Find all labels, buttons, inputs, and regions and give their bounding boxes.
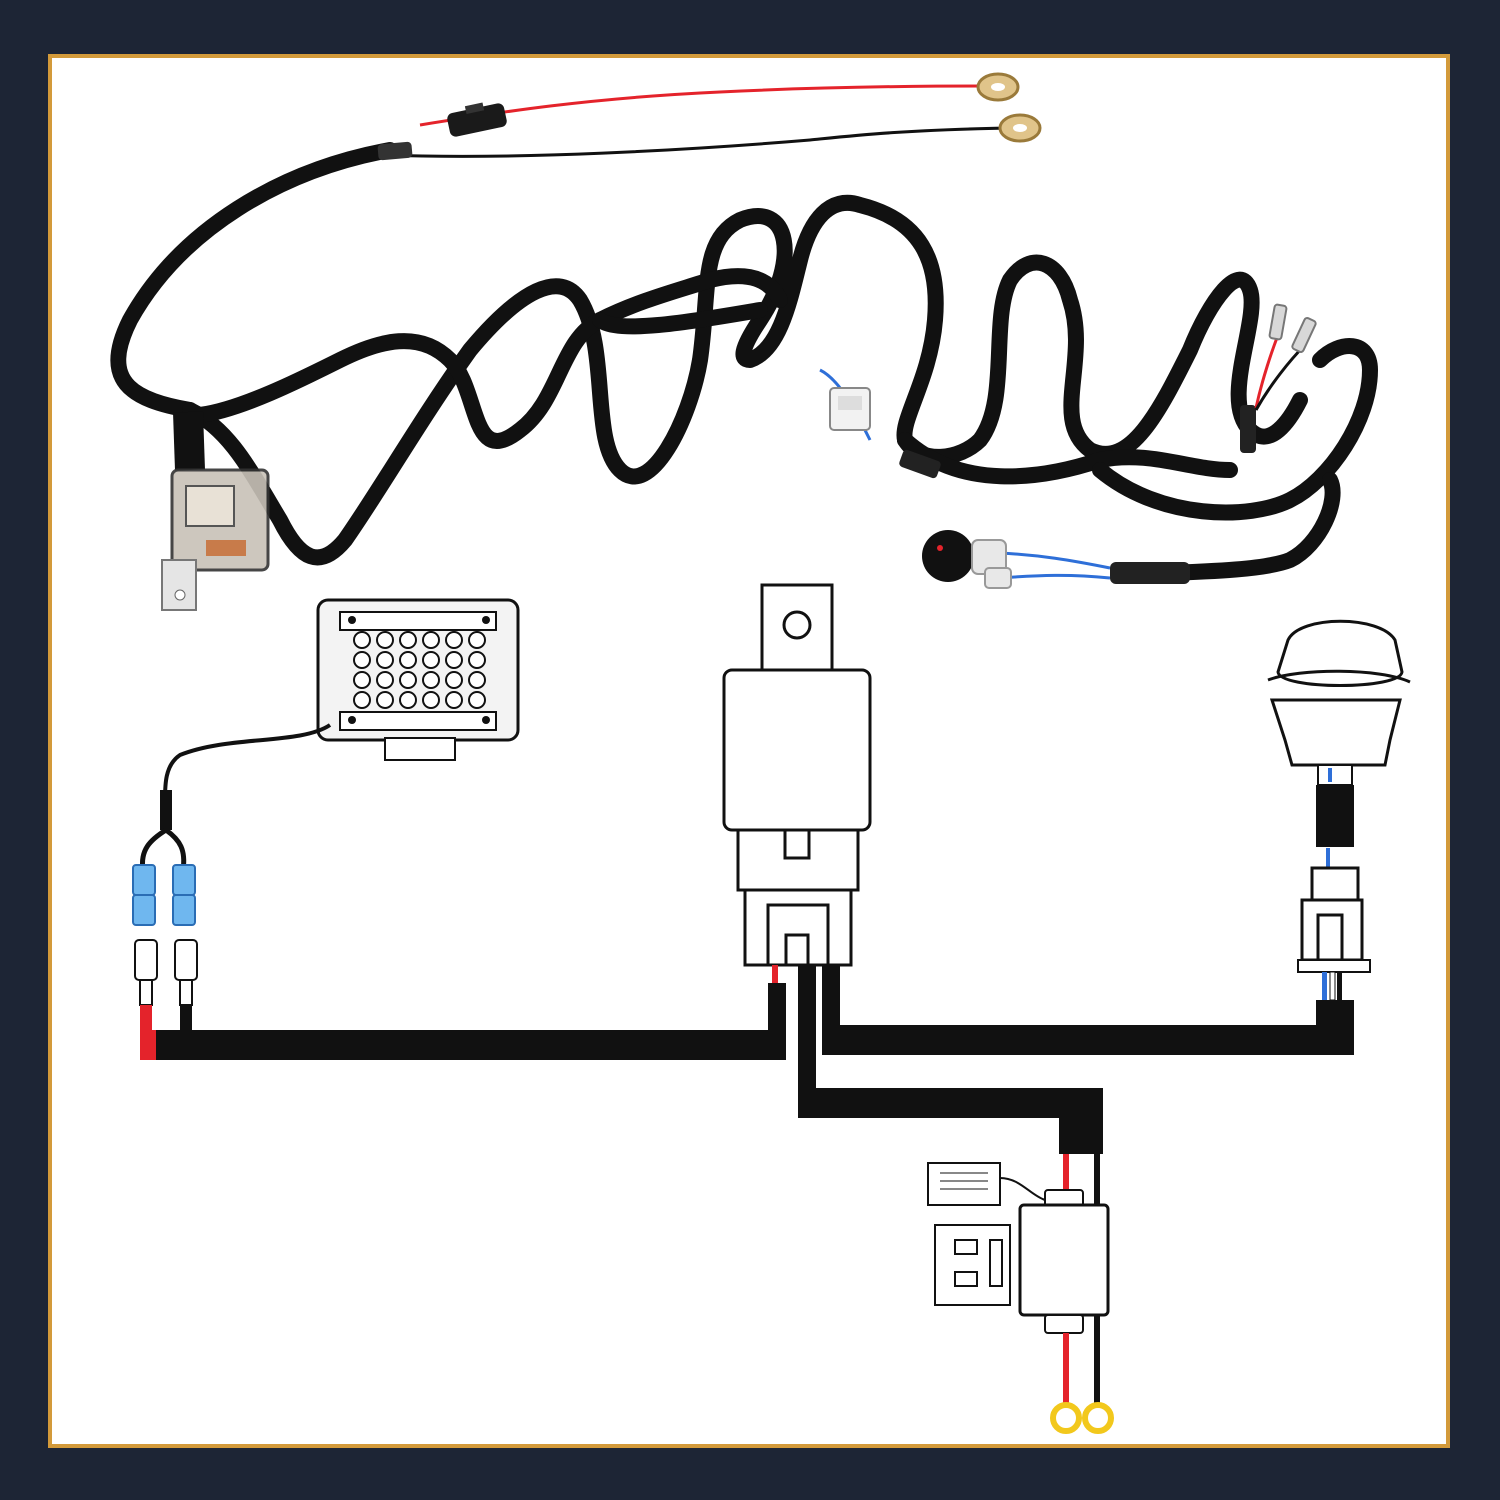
led-cell-icon: [468, 631, 486, 649]
led-cell-icon: [445, 691, 463, 709]
rocker-switch-icon: [1267, 619, 1411, 1001]
led-cell-icon: [422, 671, 440, 689]
led-cell-icon: [353, 691, 371, 709]
led-cell-icon: [468, 671, 486, 689]
led-cell-icon: [376, 651, 394, 669]
relay-icon: [722, 583, 872, 983]
led-cell-icon: [353, 671, 371, 689]
led-cell-icon: [353, 631, 371, 649]
led-cell-icon: [376, 671, 394, 689]
led-cell-icon: [376, 631, 394, 649]
led-cell-icon: [376, 691, 394, 709]
led-light-bar-icon: [163, 598, 520, 801]
inline-fuse-photo-icon: [447, 103, 507, 137]
led-cell-icon: [445, 651, 463, 669]
battery-leads: [384, 72, 1042, 158]
led-cell-icon: [422, 691, 440, 709]
led-cell-icon: [445, 631, 463, 649]
led-cell-icon: [399, 651, 417, 669]
led-cell-icon: [399, 671, 417, 689]
led-cell-icon: [353, 651, 371, 669]
relay-photo-icon: [161, 411, 270, 611]
braided-harness-icon: [110, 142, 1378, 583]
led-cell-icon: [468, 691, 486, 709]
rocker-switch-photo-icon: [922, 530, 1012, 589]
spade-connector-icon: [132, 790, 198, 1060]
led-cell-icon: [445, 671, 463, 689]
led-cell-icon: [422, 651, 440, 669]
main-harness-wires: [140, 965, 1354, 1154]
led-cell-icon: [468, 651, 486, 669]
ring-terminal-icon: [1050, 1402, 1114, 1434]
wiring-schematic: [132, 583, 1411, 1434]
fuse-holder-icon: [927, 1154, 1110, 1404]
led-cell-icon: [399, 631, 417, 649]
spade-terminal-photo-icon: [1254, 303, 1317, 411]
ring-terminal-photo-icon: [976, 72, 1042, 143]
harness-connector-icon: [819, 368, 872, 441]
wiring-harness-photo: [110, 72, 1378, 611]
led-cell-icon: [422, 631, 440, 649]
blade-fuse-icon: [934, 1224, 1011, 1306]
led-grid: [353, 631, 486, 709]
led-cell-icon: [399, 691, 417, 709]
